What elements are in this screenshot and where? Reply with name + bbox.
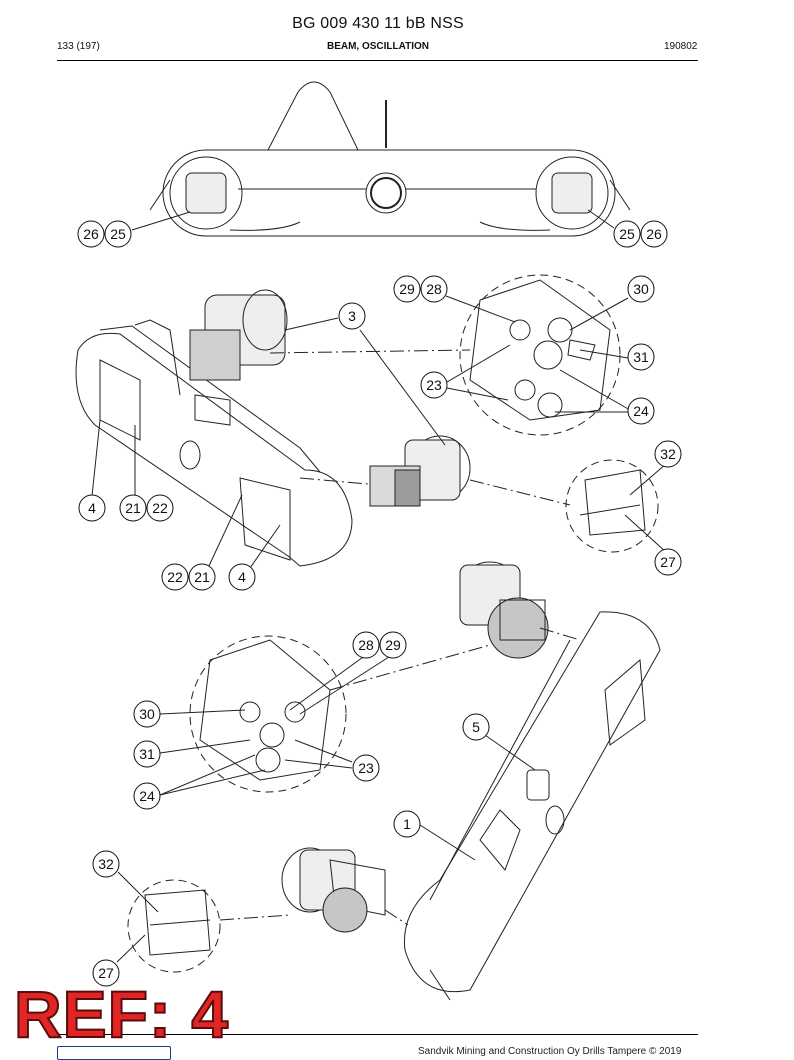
callout-label: 25 [110,226,126,242]
bracket-1 [579,469,646,536]
callout-label: 21 [125,500,141,516]
callout-label: 24 [139,788,155,804]
callout-label: 4 [238,569,246,585]
valve-assembly-2 [199,639,331,781]
detail-circle-valves-1 [459,274,621,436]
callout-label: 27 [660,554,676,570]
callout-label: 3 [348,308,356,324]
date-code: 190802 [664,41,698,52]
detail-circle-bracket-2 [127,879,221,973]
bracket-2 [144,889,211,956]
footer-copyright: Sandvik Mining and Construction Oy Drill… [418,1046,682,1057]
valve-assembly-1 [469,279,611,421]
callout-label: 1 [403,816,411,832]
callout-label: 23 [358,760,374,776]
gear-motor-3 [281,847,386,933]
guide-lines-1 [269,349,571,506]
document-code: BG 009 430 11 bB NSS [292,15,464,32]
page-number: 133 (197) [57,41,100,52]
detail-circle-bracket-1 [565,459,659,553]
callout-label: 28 [426,281,442,297]
top-view-beam [149,81,631,237]
callout-label: 27 [98,965,114,981]
callout-label: 23 [426,377,442,393]
gear-motor-2 [459,561,549,659]
callout-label: 32 [660,446,676,462]
footer-rule [57,1034,698,1035]
callout-label: 5 [472,719,480,735]
callout-label: 32 [98,856,114,872]
callout-label: 30 [633,281,649,297]
callout-label: 31 [633,349,649,365]
detail-circle-valves-2 [189,635,347,793]
callout-label: 25 [619,226,635,242]
gear-motor-1 [369,435,471,507]
sandvik-logo [57,1046,171,1060]
header-rule [57,60,698,61]
callout-label: 29 [385,637,401,653]
callout-label: 28 [358,637,374,653]
callout-label: 26 [83,226,99,242]
callout-label: 4 [88,500,96,516]
section-title: BEAM, OSCILLATION [326,41,430,52]
callout-label: 22 [152,500,168,516]
callout-label: 21 [194,569,210,585]
beam-perspective-1 [75,289,353,567]
beam-perspective-2 [403,611,661,1001]
guide-lines-2 [219,627,581,926]
callout-label: 31 [139,746,155,762]
callout-label: 29 [399,281,415,297]
callout-label: 30 [139,706,155,722]
callout-label: 22 [167,569,183,585]
callout-label: 24 [633,403,649,419]
ref-stamp: REF: 4 [13,977,230,1051]
callout-label: 26 [646,226,662,242]
